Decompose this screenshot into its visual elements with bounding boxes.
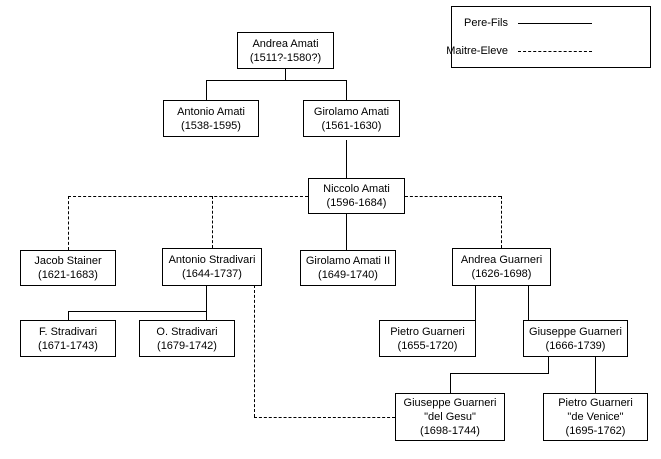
edge-giuseppe-guarneri-bus: [450, 373, 549, 374]
node-name: Antonio Stradivari: [168, 254, 256, 266]
node-nickname: "del Gesu": [424, 411, 476, 423]
edge-niccolo-to-girolamo-ii: [346, 213, 347, 250]
node-name: Niccolo Amati: [323, 183, 390, 195]
node-dates: (1671-1743): [38, 339, 98, 352]
edge-niccolo-to-jacob-stainer: [68, 196, 69, 250]
node-dates: (1666-1739): [545, 339, 606, 352]
node-girolamo-amati-ii[interactable]: Girolamo Amati II (1649-1740): [300, 250, 396, 286]
node-dates: (1655-1720): [397, 339, 458, 352]
node-dates: (1695-1762): [565, 425, 626, 437]
node-name: F. Stradivari: [38, 325, 98, 338]
legend-sample-dashed-line: [518, 50, 592, 52]
edge-antonio-stradivari-to-del-gesu-horizontal: [254, 417, 395, 418]
node-andrea-guarneri[interactable]: Andrea Guarneri (1626-1698): [452, 248, 551, 286]
legend-label-pere-fils: Pere-Fils: [463, 17, 508, 29]
edge-andrea-amati-stem: [285, 68, 286, 80]
edge-giuseppe-guarneri-stem: [548, 356, 549, 373]
edge-niccolo-to-antonio-stradivari: [212, 196, 213, 248]
legend-sample-solid-line: [518, 22, 592, 24]
edge-to-pietro-guarneri: [475, 285, 476, 320]
node-giuseppe-guarneri-del-gesu[interactable]: Giuseppe Guarneri "del Gesu" (1698-1744): [395, 393, 505, 441]
node-name: Jacob Stainer: [34, 255, 102, 267]
legend-row-pere-fils: Pere-Fils: [416, 17, 592, 29]
node-dates: (1626-1698): [471, 268, 532, 280]
edge-to-girolamo-amati: [346, 80, 347, 100]
node-name: Pietro Guarneri: [390, 325, 465, 338]
node-dates: (1644-1737): [182, 268, 242, 280]
node-name: Girolamo Amati: [313, 105, 390, 118]
legend-label-maitre-eleve: Maitre-Eleve: [446, 45, 508, 57]
edge-niccolo-apprentice-bus-right: [405, 196, 501, 197]
node-dates: (1538-1595): [181, 119, 241, 132]
edge-to-giuseppe-del-gesu: [450, 373, 451, 393]
node-dates: (1649-1740): [318, 269, 378, 281]
node-name: Giuseppe Guarneri: [403, 397, 497, 409]
edge-to-f-stradivari: [68, 311, 69, 320]
node-name: O. Stradivari: [156, 325, 218, 338]
node-dates: (1621-1683): [38, 269, 98, 281]
legend-row-maitre-eleve: Maitre-Eleve: [416, 45, 592, 57]
edge-andrea-amati-bus: [206, 80, 346, 81]
node-nickname: "de Venice": [567, 411, 624, 423]
edge-stradivari-children-bus: [68, 311, 207, 312]
node-dates: (1698-1744): [420, 425, 480, 437]
node-pietro-guarneri-de-venice[interactable]: Pietro Guarneri "de Venice" (1695-1762): [543, 393, 648, 441]
node-name: Girolamo Amati II: [305, 255, 391, 267]
node-dates: (1511?-1580?): [249, 51, 322, 64]
edge-girolamo-to-niccolo: [346, 140, 347, 178]
node-girolamo-amati[interactable]: Girolamo Amati (1561-1630): [303, 100, 400, 137]
edge-to-giuseppe-guarneri: [528, 285, 529, 320]
node-f-stradivari[interactable]: F. Stradivari (1671-1743): [20, 320, 116, 357]
node-name: Antonio Amati: [177, 105, 245, 118]
edge-to-o-stradivari: [206, 285, 207, 320]
node-name: Andrea Guarneri: [460, 254, 543, 266]
node-giuseppe-guarneri[interactable]: Giuseppe Guarneri (1666-1739): [523, 320, 628, 357]
edge-niccolo-apprentice-bus-left: [68, 196, 308, 197]
legend-box: Pere-Fils Maitre-Eleve: [446, 6, 651, 68]
edge-antonio-stradivari-to-del-gesu-vertical: [254, 285, 255, 417]
node-dates: (1561-1630): [321, 119, 382, 132]
node-antonio-stradivari[interactable]: Antonio Stradivari (1644-1737): [162, 248, 262, 286]
node-antonio-amati[interactable]: Antonio Amati (1538-1595): [163, 100, 259, 137]
node-name: Pietro Guarneri: [558, 397, 633, 409]
node-name: Giuseppe Guarneri: [529, 325, 622, 338]
edge-niccolo-to-andrea-guarneri: [501, 196, 502, 248]
node-dates: (1596-1684): [326, 197, 387, 209]
node-o-stradivari[interactable]: O. Stradivari (1679-1742): [139, 320, 235, 357]
edge-to-pietro-de-venice: [595, 356, 596, 393]
node-niccolo-amati[interactable]: Niccolo Amati (1596-1684): [308, 178, 405, 214]
node-name: Andrea Amati: [252, 37, 319, 50]
node-dates: (1679-1742): [157, 339, 217, 352]
node-jacob-stainer[interactable]: Jacob Stainer (1621-1683): [20, 250, 116, 286]
node-pietro-guarneri[interactable]: Pietro Guarneri (1655-1720): [379, 320, 476, 357]
edge-to-antonio-amati: [206, 80, 207, 100]
node-andrea-amati[interactable]: Andrea Amati (1511?-1580?): [237, 32, 334, 69]
